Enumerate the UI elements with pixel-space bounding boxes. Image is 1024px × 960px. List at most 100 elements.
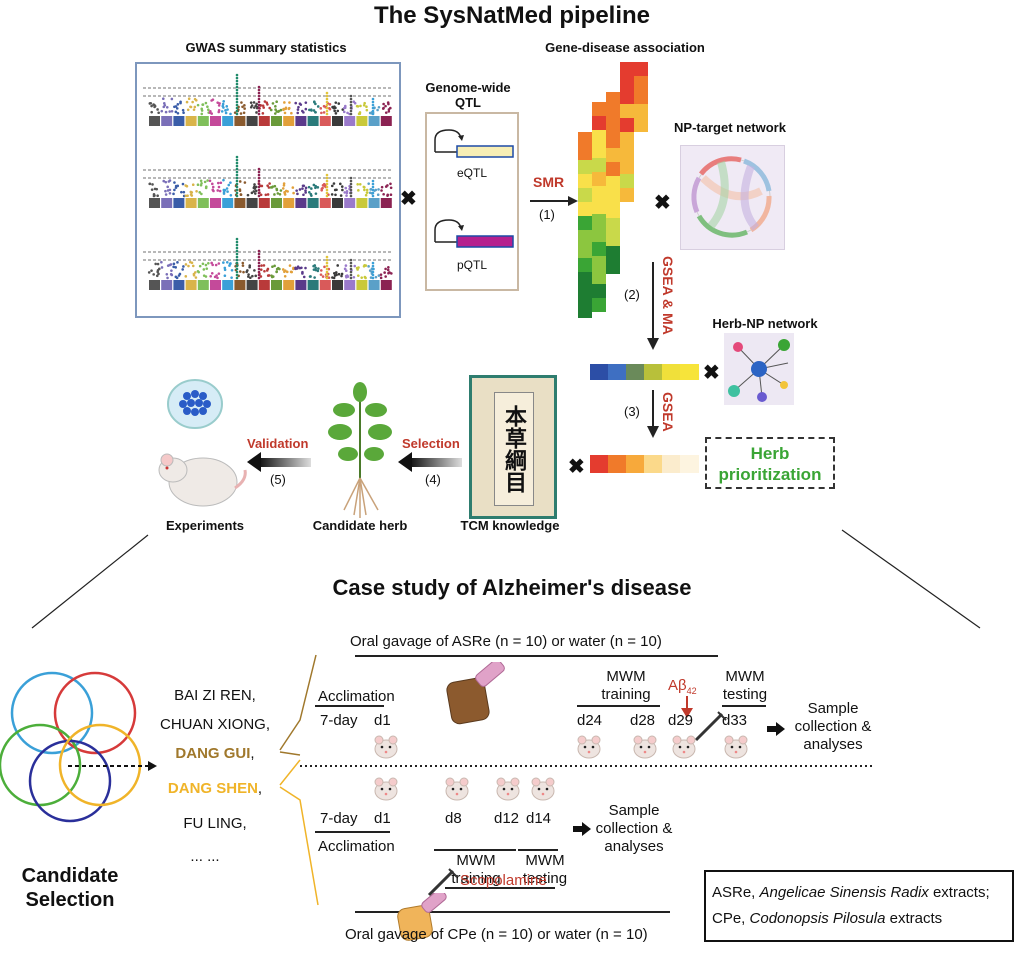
qtl-diagrams bbox=[434, 129, 514, 248]
multiply-icon-3: ✖ bbox=[703, 362, 720, 384]
abeta-sub: 42 bbox=[686, 686, 697, 696]
manhattan-plots bbox=[143, 73, 393, 290]
mwm-training-bottom: MWM training bbox=[451, 852, 501, 887]
mwm-testing-bottom: MWM testing bbox=[522, 852, 568, 887]
sample-collection-top: Sample collection & analyses bbox=[794, 700, 872, 753]
herb-np-network bbox=[724, 333, 794, 405]
mouse-icon bbox=[496, 777, 520, 801]
d33-label: d33 bbox=[722, 712, 748, 729]
prioritization-color-bar bbox=[590, 455, 699, 473]
multiply-icon-4: ✖ bbox=[568, 456, 585, 478]
mouse-icon bbox=[374, 777, 398, 801]
asre-gavage-label: Oral gavage of ASRe (n = 10) or water (n… bbox=[350, 633, 662, 650]
herb-prioritization-box: Herb prioritization bbox=[705, 437, 835, 489]
mwm-testing-top: MWM testing bbox=[722, 668, 768, 703]
syringe-icon-top bbox=[694, 711, 727, 742]
herb-ellipsis: ... ... bbox=[190, 848, 220, 865]
np-target-network bbox=[680, 145, 785, 250]
mouse-icon bbox=[577, 735, 601, 759]
tcm-knowledge-label: TCM knowledge bbox=[460, 518, 560, 533]
herb-dang-gui: DANG GUI bbox=[175, 745, 251, 762]
d28-label: d28 bbox=[630, 712, 656, 729]
legend-asre-suffix: extracts; bbox=[928, 884, 990, 901]
gavage-bottle-icon-bottom bbox=[397, 893, 447, 941]
rat-icon bbox=[158, 453, 247, 507]
experiments-label: Experiments bbox=[165, 518, 245, 533]
step1-label: (1) bbox=[539, 207, 555, 222]
petri-dish-icon bbox=[167, 379, 223, 429]
legend-cpe-name: Codonopsis Pilosula bbox=[749, 910, 886, 927]
d29-label: d29 bbox=[668, 712, 694, 729]
legend-cpe-abbr: CPe, bbox=[712, 910, 750, 927]
np-target-label: NP-target network bbox=[674, 120, 786, 135]
d12-label: d12 bbox=[494, 810, 520, 827]
cpe-gavage-label: Oral gavage of CPe (n = 10) or water (n … bbox=[345, 926, 648, 943]
multiply-icon-2: ✖ bbox=[654, 192, 671, 214]
step2-label: (2) bbox=[624, 287, 640, 302]
herb-bai-zi-ren: BAI ZI REN, bbox=[174, 687, 256, 704]
legend-cpe-suffix: extracts bbox=[885, 910, 943, 927]
herb-np-label: Herb-NP network bbox=[712, 316, 818, 331]
step5-label: (5) bbox=[270, 472, 286, 487]
legend-asre-name: Angelicae Sinensis Radix bbox=[759, 884, 929, 901]
gsea-ma-arrow bbox=[647, 262, 659, 350]
herb-chuan-xiong: CHUAN XIONG, bbox=[159, 716, 270, 733]
tcm-book-image: 本草綱目 bbox=[469, 375, 557, 519]
d1-top: d1 bbox=[374, 712, 391, 729]
herb-dang-shen: DANG SHEN bbox=[167, 780, 258, 797]
qtl-label: Genome-wide QTL bbox=[425, 80, 511, 110]
legend-asre-abbr: ASRe, bbox=[712, 884, 760, 901]
syringe-icon-bottom bbox=[427, 868, 458, 897]
arrow-right-icon-top bbox=[767, 722, 785, 736]
acclimation-top: Acclimation bbox=[318, 688, 395, 705]
abeta-arrow bbox=[681, 696, 693, 718]
gene-disease-label: Gene-disease association bbox=[545, 40, 705, 55]
mouse-icon bbox=[531, 777, 555, 801]
d14-label: d14 bbox=[526, 810, 552, 827]
step4-label: (4) bbox=[425, 472, 441, 487]
gsea-color-bar bbox=[590, 364, 699, 380]
acclimation-bottom: Acclimation bbox=[318, 838, 395, 855]
abeta-text: Aβ bbox=[668, 677, 687, 694]
smr-label: SMR bbox=[533, 174, 565, 190]
herb-dang-gui-row: DANG GUI, bbox=[150, 745, 280, 762]
gwas-panel bbox=[135, 62, 401, 318]
gene-disease-heatmap bbox=[578, 62, 648, 318]
dashed-arrow bbox=[68, 761, 157, 771]
abeta-label: Aβ42 bbox=[668, 677, 697, 696]
eqtl-label: eQTL bbox=[456, 166, 487, 180]
qtl-panel: eQTL pQTL bbox=[425, 112, 519, 291]
seven-day-bottom: 7-day bbox=[320, 810, 358, 827]
d24-label: d24 bbox=[577, 712, 603, 729]
gsea-label: GSEA bbox=[660, 392, 676, 432]
pipeline-title: The SysNatMed pipeline bbox=[373, 2, 651, 29]
herb-comma-2: , bbox=[257, 780, 263, 797]
gavage-bottle-icon-top bbox=[446, 662, 505, 725]
selection-arrow bbox=[398, 452, 462, 472]
chord-diagram-icon bbox=[691, 156, 772, 238]
pqtl-label: pQTL bbox=[456, 258, 487, 272]
smr-arrow bbox=[530, 196, 578, 206]
abbreviation-legend: ASRe, Angelicae Sinensis Radix extracts;… bbox=[704, 870, 1014, 942]
mouse-icon bbox=[374, 735, 398, 759]
arrow-right-icon-bottom bbox=[573, 822, 591, 836]
candidate-herb-label: Candidate herb bbox=[312, 518, 408, 533]
multiply-icon: ✖ bbox=[400, 188, 417, 210]
validation-arrow bbox=[247, 452, 311, 472]
candidate-selection-label: Candidate Selection bbox=[21, 865, 119, 911]
gwas-label: GWAS summary statistics bbox=[185, 40, 347, 55]
d8-label: d8 bbox=[445, 810, 462, 827]
hub-network-icon bbox=[728, 339, 790, 402]
legend-asre: ASRe, Angelicae Sinensis Radix extracts; bbox=[712, 880, 1006, 906]
case-title: Case study of Alzheimer's disease bbox=[332, 575, 692, 600]
herb-comma: , bbox=[250, 745, 255, 762]
step3-label: (3) bbox=[624, 404, 640, 419]
mouse-icon bbox=[445, 777, 469, 801]
seven-day-top: 7-day bbox=[320, 712, 358, 729]
mouse-icon bbox=[633, 735, 657, 759]
plant-icon bbox=[328, 382, 392, 518]
d1-bottom: d1 bbox=[374, 810, 391, 827]
sample-collection-bottom: Sample collection & analyses bbox=[595, 802, 673, 855]
mouse-icon bbox=[672, 735, 696, 759]
selection-label: Selection bbox=[402, 436, 460, 451]
